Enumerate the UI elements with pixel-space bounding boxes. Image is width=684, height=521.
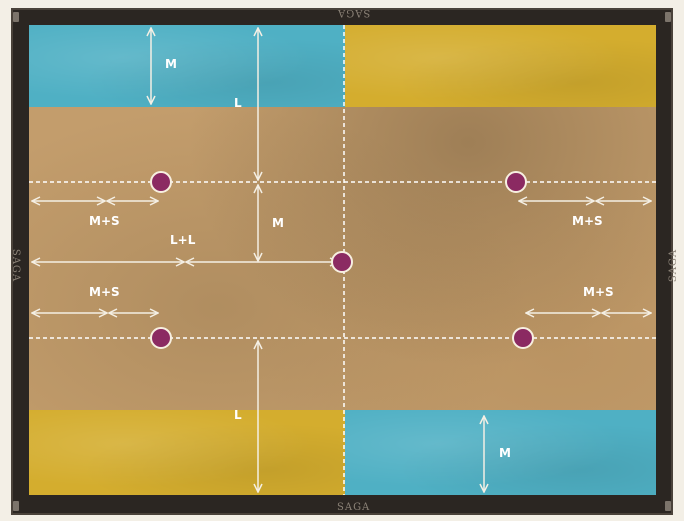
- corner-stud: [13, 12, 19, 22]
- corner-stud: [665, 12, 671, 22]
- label-bottom-zone-depth: M: [499, 446, 511, 460]
- objective-upper-right[interactable]: [506, 172, 526, 192]
- label-top-zone-depth: M: [165, 57, 177, 71]
- measure-bottom-zone-depth: M: [484, 416, 511, 492]
- label-upper-left-gap: M+S: [89, 214, 120, 228]
- objective-lower-right[interactable]: [513, 328, 533, 348]
- frame-label-top: SAGA: [337, 7, 370, 18]
- label-lower-left-gap: M+S: [89, 285, 120, 299]
- label-center-reach: L+L: [170, 233, 196, 247]
- label-upper-right-gap: M+S: [572, 214, 603, 228]
- measure-top-distance: L: [234, 28, 258, 180]
- frame-label-right: SAGA: [668, 249, 679, 282]
- label-center-offset: M: [272, 216, 284, 230]
- objective-upper-left[interactable]: [151, 172, 171, 192]
- battlefield: M L M M+S M+S L+L: [29, 25, 656, 495]
- measure-lower-left-gap: M+S: [32, 285, 158, 313]
- measure-top-zone-depth: M: [151, 28, 177, 104]
- measure-bottom-distance: L: [234, 341, 258, 492]
- objective-center[interactable]: [332, 252, 352, 272]
- frame-label-left: SAGA: [10, 249, 21, 282]
- frame-label-bottom: SAGA: [337, 502, 370, 513]
- measure-center-reach: L+L: [32, 233, 338, 262]
- label-bottom-distance: L: [234, 408, 242, 422]
- objective-lower-left[interactable]: [151, 328, 171, 348]
- corner-stud: [13, 501, 19, 511]
- label-lower-right-gap: M+S: [583, 285, 614, 299]
- measure-upper-left-gap: M+S: [32, 201, 158, 228]
- label-top-distance: L: [234, 96, 242, 110]
- measurement-overlay: M L M M+S M+S L+L: [29, 25, 656, 495]
- measure-lower-right-gap: M+S: [526, 285, 651, 313]
- measure-upper-right-gap: M+S: [519, 201, 651, 228]
- measure-center-offset: M: [258, 185, 284, 261]
- corner-stud: [665, 501, 671, 511]
